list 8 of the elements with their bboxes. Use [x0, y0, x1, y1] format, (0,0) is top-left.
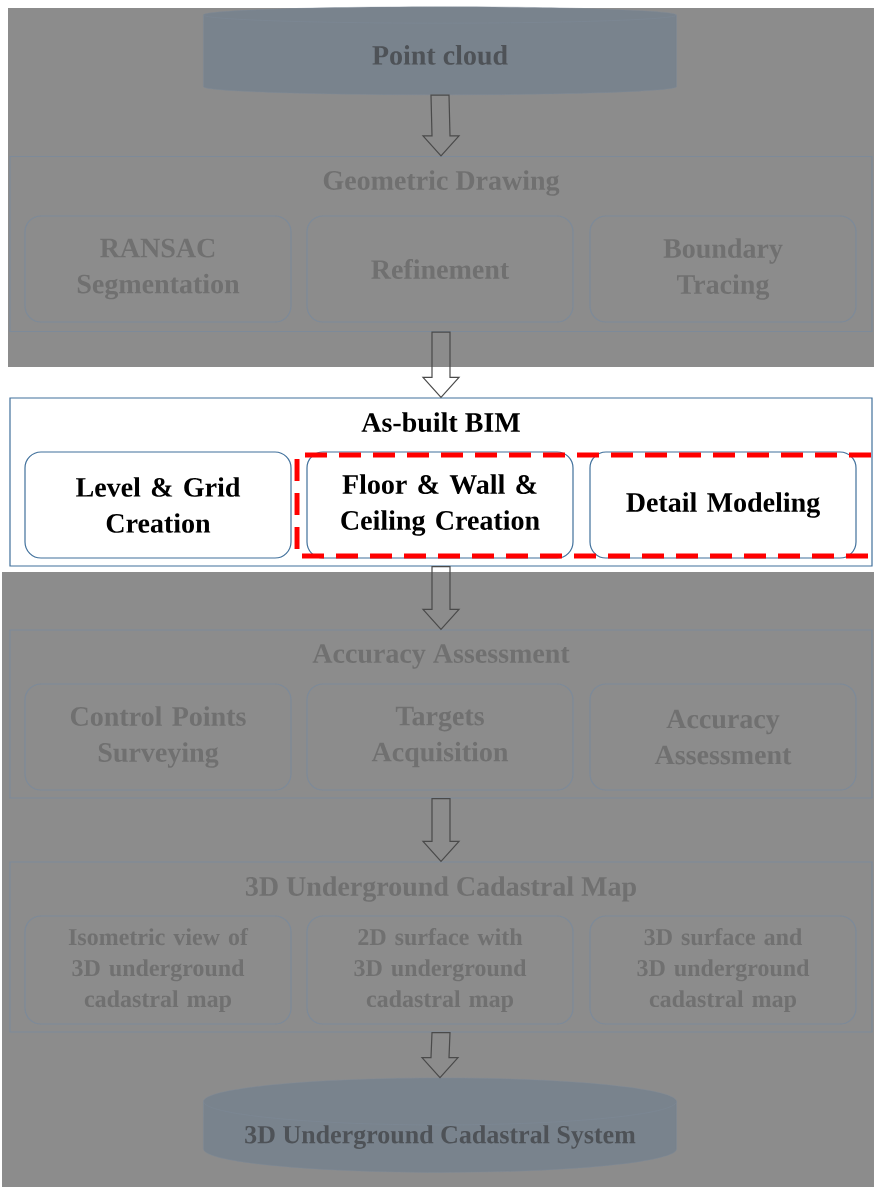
block-arrow — [421, 331, 461, 399]
block-arrow — [421, 566, 461, 631]
step-box: Detail Modeling — [589, 451, 857, 559]
step-box: Floor & Wall & Ceiling Creation — [306, 451, 574, 559]
block-arrow — [421, 94, 461, 157]
block-arrow — [420, 1032, 460, 1079]
block-arrow — [421, 798, 461, 863]
step-box: Level & Grid Creation — [24, 451, 292, 559]
